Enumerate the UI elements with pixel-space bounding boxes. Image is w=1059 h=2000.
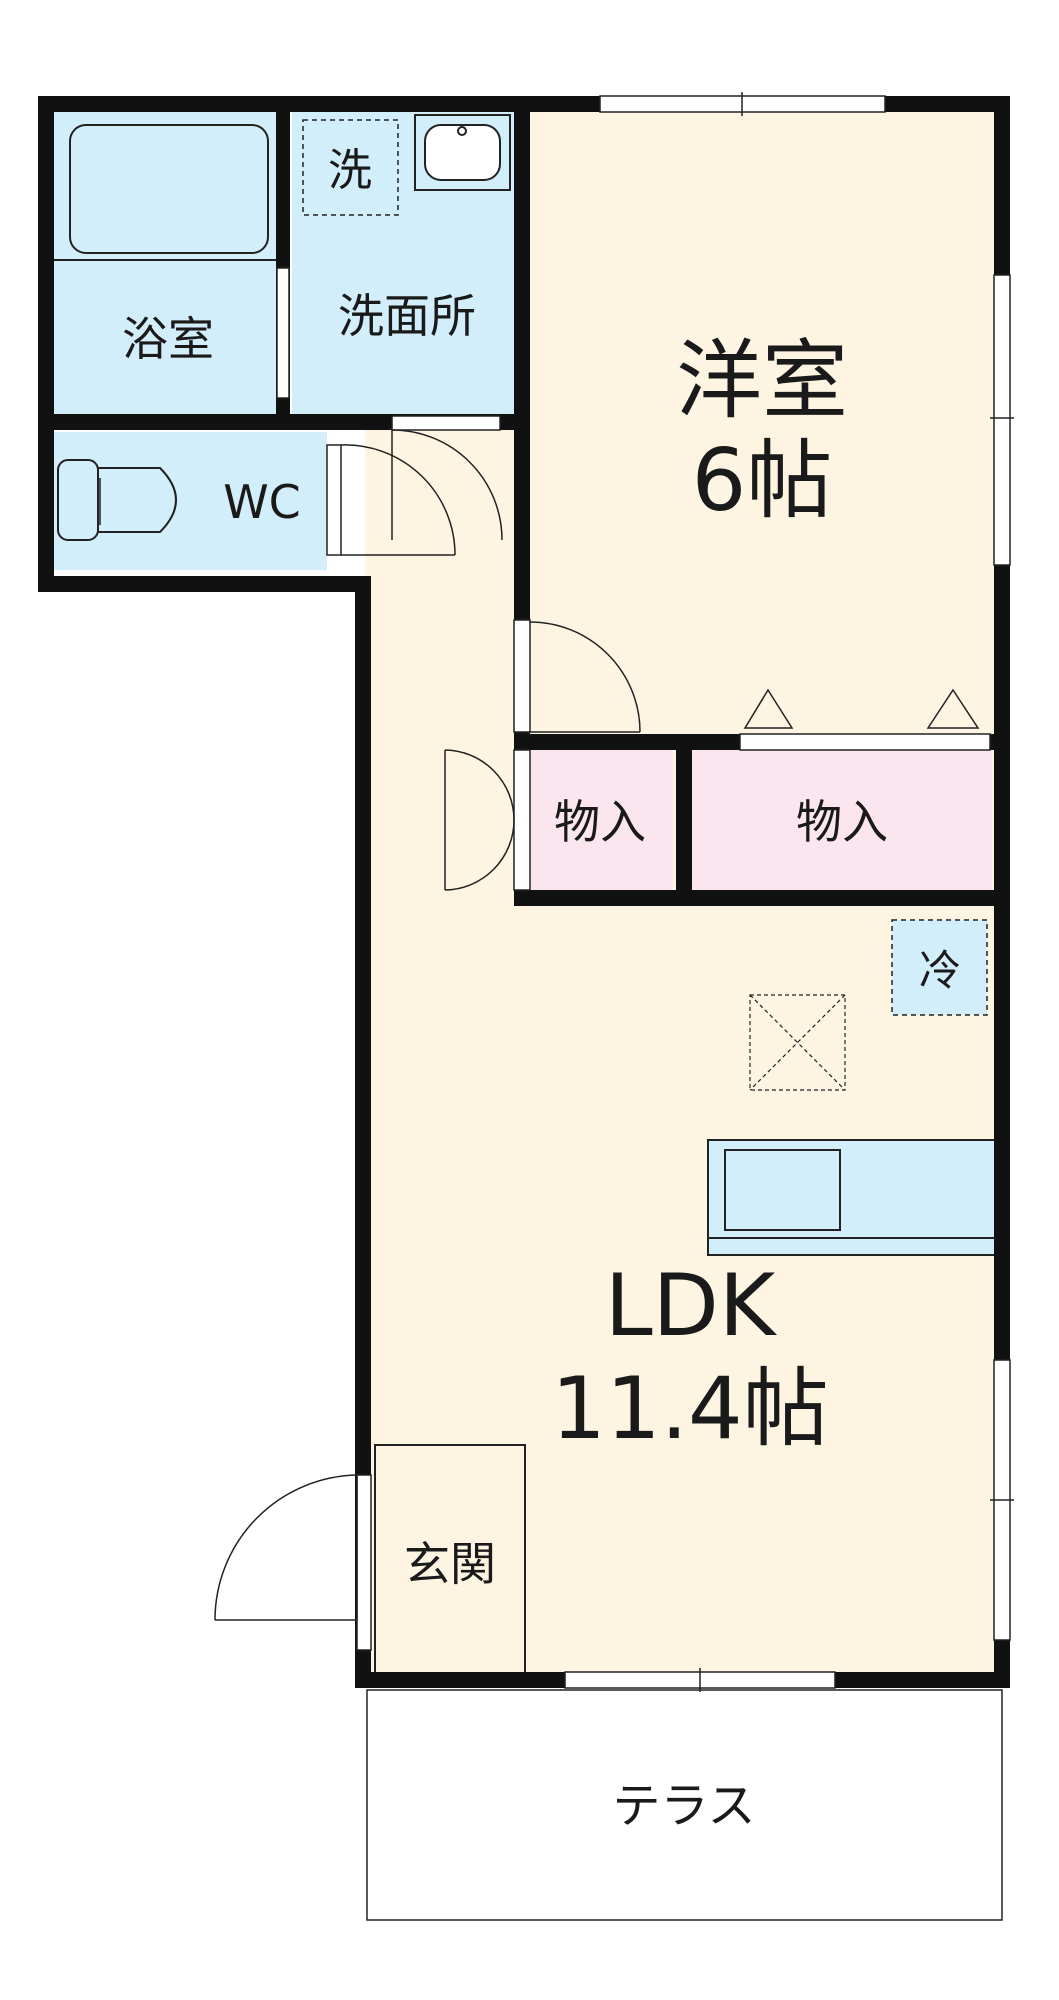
doors: [214, 267, 991, 1651]
storage-small-label: 物入: [554, 795, 646, 849]
washbasin-bowl: [424, 124, 501, 181]
terrace-outline: [366, 1689, 1003, 1921]
kitchen-sink: [724, 1149, 841, 1231]
storage-large-floor: [692, 750, 992, 890]
ceiling-vent: [749, 994, 846, 1091]
bath-label: 浴室: [122, 312, 214, 366]
windows: [564, 92, 1014, 1692]
washer-label: 洗: [328, 145, 372, 196]
western-room-floor: [525, 110, 995, 730]
toilet-tank: [57, 459, 99, 541]
entrance-floor: [374, 1444, 526, 1676]
fridge-label: 冷: [919, 946, 961, 995]
storage-large-label: 物入: [796, 795, 888, 849]
western-room-name: 洋室: [676, 331, 848, 431]
fridge-spot: [891, 919, 988, 1016]
washroom-label: 洗面所: [338, 289, 476, 343]
bathtub-basin: [69, 124, 269, 254]
storage-small-floor: [525, 750, 673, 890]
western-room-size: 6帖: [692, 431, 833, 531]
ldk-name: LDK: [605, 1256, 778, 1356]
washbasin-drain: [457, 126, 467, 136]
ldk-size: 11.4帖: [551, 1359, 828, 1459]
toilet-bowl: [97, 467, 177, 533]
terrace-label: テラス: [612, 1778, 755, 1834]
entrance-label: 玄関: [404, 1537, 496, 1591]
wc-label: WC: [223, 475, 301, 529]
washer-spot: [302, 119, 399, 216]
